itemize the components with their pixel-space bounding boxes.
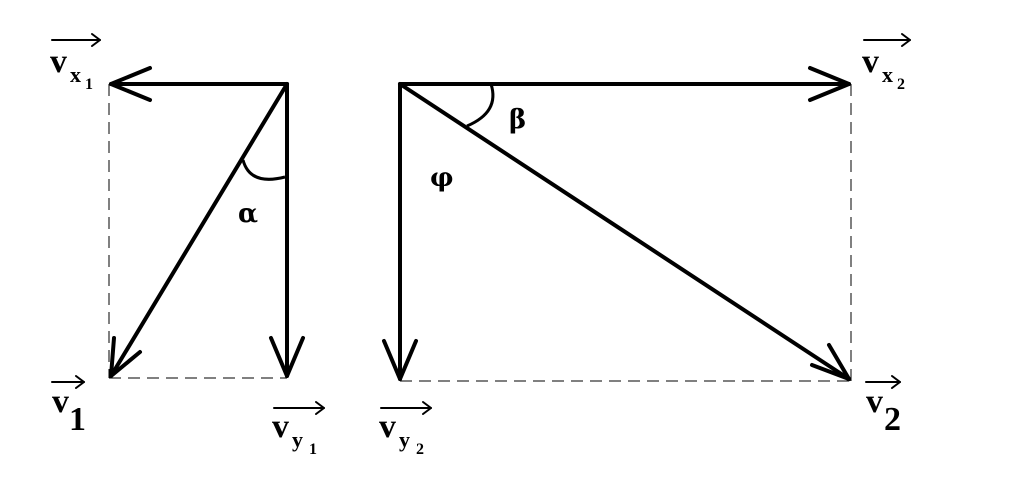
- svg-text:v: v: [866, 383, 883, 420]
- svg-text:y: y: [292, 427, 303, 452]
- svg-text:v: v: [862, 43, 879, 80]
- svg-text:x: x: [70, 62, 81, 87]
- svg-text:x: x: [882, 62, 893, 87]
- svg-text:1: 1: [309, 441, 317, 458]
- svg-text:v: v: [50, 43, 67, 80]
- vx2-arrow: [398, 66, 851, 102]
- alpha-arc: [241, 159, 286, 181]
- beta-label: β: [509, 105, 526, 135]
- beta-arc: [466, 83, 495, 128]
- svg-text:v: v: [52, 383, 69, 420]
- vx1-arrow: [109, 66, 289, 102]
- svg-text:2: 2: [416, 441, 424, 458]
- label-vy1: v y 1: [272, 401, 325, 458]
- right-diagram: [382, 66, 852, 382]
- svg-text:v: v: [272, 408, 289, 445]
- phi-label: φ: [430, 163, 454, 193]
- label-vx2: v x 2: [862, 33, 911, 93]
- label-vy2: v y 2: [379, 401, 432, 458]
- svg-text:1: 1: [85, 76, 93, 93]
- vy2-arrow: [382, 82, 418, 381]
- svg-text:y: y: [399, 427, 410, 452]
- v2-arrow: [398, 82, 851, 381]
- vy1-arrow: [269, 82, 305, 378]
- label-v1: v 1: [51, 375, 86, 438]
- svg-text:v: v: [379, 408, 396, 445]
- svg-text:1: 1: [69, 401, 86, 438]
- svg-text:2: 2: [897, 76, 905, 93]
- alpha-label: α: [238, 199, 258, 229]
- left-diagram: [108, 66, 305, 379]
- v1-arrow: [109, 82, 289, 378]
- svg-text:2: 2: [884, 401, 901, 438]
- label-v2: v 2: [865, 375, 901, 438]
- label-vx1: v x 1: [50, 33, 101, 93]
